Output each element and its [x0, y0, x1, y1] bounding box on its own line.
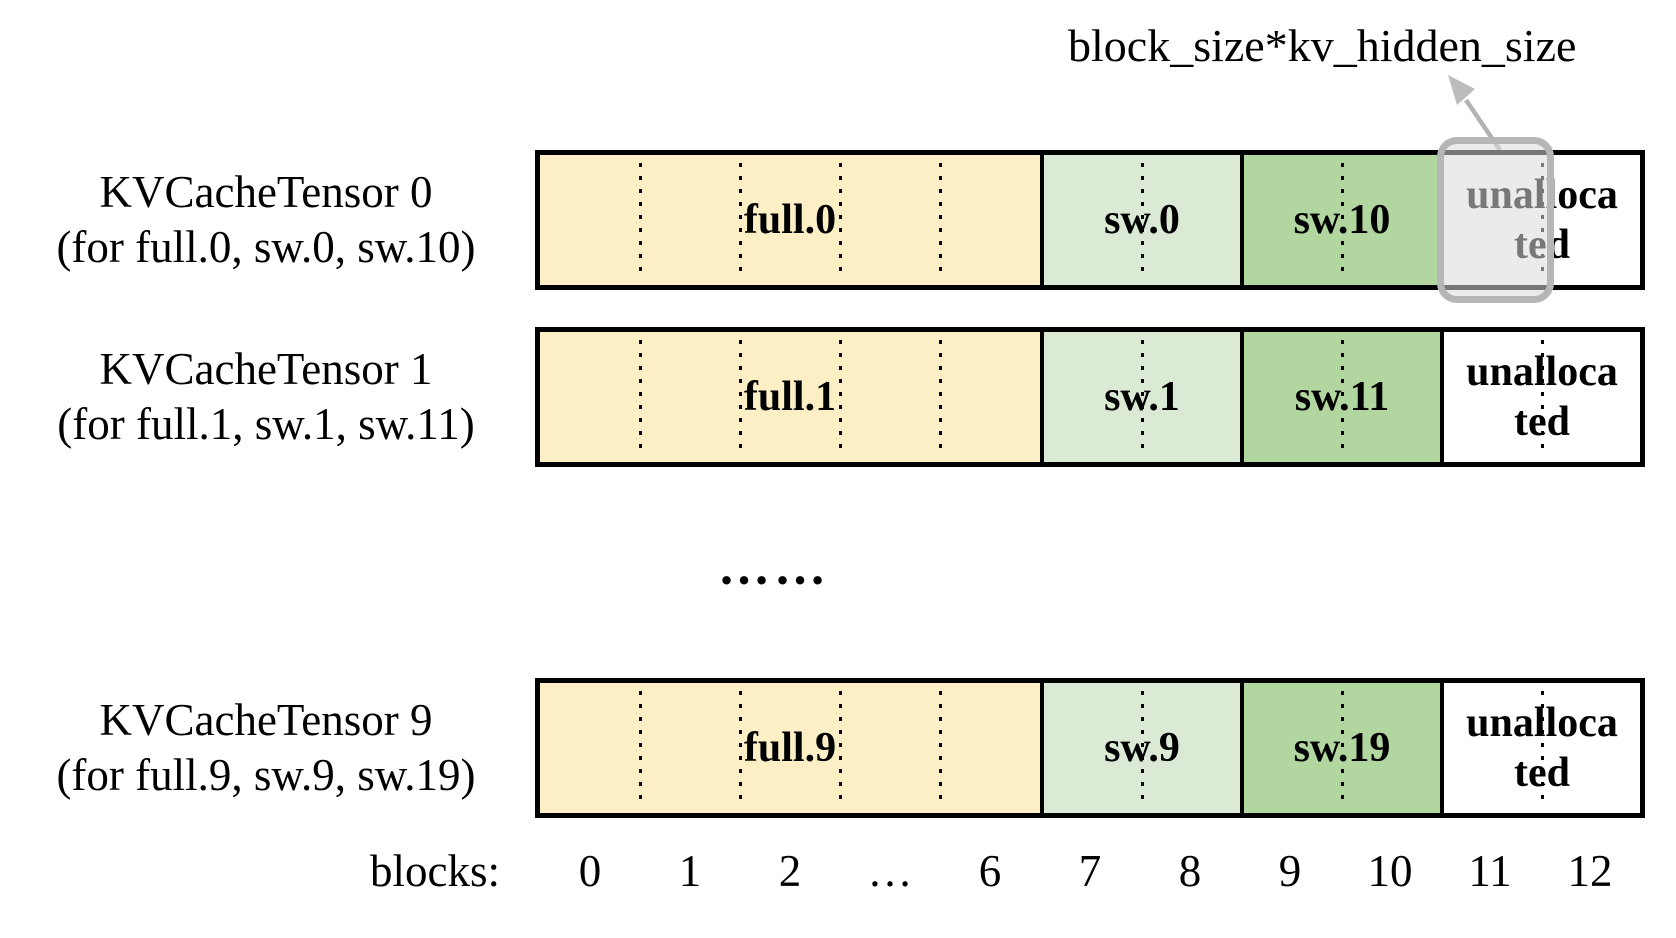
segment-label: sw.1 [1104, 374, 1180, 420]
block-divider [638, 163, 642, 277]
axis-tick: 0 [578, 846, 602, 896]
block-divider [938, 340, 942, 454]
row-subtitle: (for full.0, sw.0, sw.10) [56, 222, 476, 272]
block-size-annotation: block_size*kv_hidden_size [1068, 20, 1577, 71]
block-divider [838, 340, 842, 454]
segment-full: full.1 [540, 332, 1040, 462]
axis-tick: 7 [1078, 846, 1102, 896]
block-divider [638, 340, 642, 454]
axis-tick: 2 [778, 846, 802, 896]
segment-unallocated: unalloca ted [1440, 332, 1640, 462]
segment-label: sw.11 [1294, 374, 1390, 420]
axis-tick: 6 [978, 846, 1002, 896]
kvcache-tensor-bar: full.1 sw.1 sw.11 unalloca ted [535, 327, 1645, 467]
blocks-axis-label: blocks: [370, 846, 500, 896]
segment-label: unalloca ted [1466, 349, 1618, 445]
axis-tick: 10 [1367, 846, 1413, 896]
block-divider [738, 691, 742, 805]
segment-sw: sw.1 [1040, 332, 1240, 462]
axis-tick: 8 [1178, 846, 1202, 896]
segment-label: sw.19 [1293, 725, 1391, 771]
block-divider [938, 163, 942, 277]
segment-label: sw.9 [1104, 725, 1180, 771]
rows-ellipsis: …… [718, 539, 830, 596]
row-label: KVCacheTensor 0 (for full.0, sw.0, sw.10… [10, 150, 522, 290]
segment-sw: sw.0 [1040, 155, 1240, 285]
row-subtitle: (for full.1, sw.1, sw.11) [57, 399, 475, 449]
block-divider [938, 691, 942, 805]
segment-unallocated: unalloca ted [1440, 683, 1640, 813]
segment-sw: sw.9 [1040, 683, 1240, 813]
block-divider [1140, 163, 1144, 277]
block-divider [1340, 163, 1344, 277]
kvcache-row-0: KVCacheTensor 0 (for full.0, sw.0, sw.10… [0, 150, 1676, 290]
block-divider [1140, 340, 1144, 454]
block-divider [1540, 340, 1544, 454]
block-divider [1140, 691, 1144, 805]
segment-label: unalloca ted [1466, 700, 1618, 796]
segment-label: full.1 [743, 374, 837, 420]
axis-tick: 1 [678, 846, 702, 896]
segment-sw-high: sw.11 [1240, 332, 1440, 462]
block-divider [1340, 691, 1344, 805]
segment-label: sw.10 [1293, 197, 1391, 243]
axis-tick: 9 [1278, 846, 1302, 896]
block-divider [1340, 340, 1344, 454]
row-subtitle: (for full.9, sw.9, sw.19) [56, 750, 476, 800]
segment-full: full.9 [540, 683, 1040, 813]
segment-label: full.9 [743, 725, 837, 771]
block-11-highlight [1437, 137, 1554, 303]
row-label: KVCacheTensor 9 (for full.9, sw.9, sw.19… [10, 678, 522, 818]
axis-tick: 12 [1567, 846, 1613, 896]
axis-tick: 11 [1468, 846, 1512, 896]
segment-label: full.0 [743, 197, 837, 243]
block-divider [1540, 691, 1544, 805]
block-divider [738, 163, 742, 277]
block-divider [838, 163, 842, 277]
block-divider [638, 691, 642, 805]
segment-full: full.0 [540, 155, 1040, 285]
blocks-axis-ticks: 0 1 2 … 6 7 8 9 10 11 12 [540, 845, 1640, 897]
kvcache-row-1: KVCacheTensor 1 (for full.1, sw.1, sw.11… [0, 327, 1676, 467]
axis-tick: … [867, 846, 913, 896]
row-title: KVCacheTensor 0 [99, 167, 433, 217]
row-label: KVCacheTensor 1 (for full.1, sw.1, sw.11… [10, 327, 522, 467]
kvcache-row-9: KVCacheTensor 9 (for full.9, sw.9, sw.19… [0, 678, 1676, 818]
block-divider [738, 340, 742, 454]
segment-sw-high: sw.19 [1240, 683, 1440, 813]
row-title: KVCacheTensor 9 [99, 695, 433, 745]
segment-label: sw.0 [1104, 197, 1180, 243]
segment-sw-high: sw.10 [1240, 155, 1440, 285]
kvcache-tensor-bar: full.9 sw.9 sw.19 unalloca ted [535, 678, 1645, 818]
block-divider [838, 691, 842, 805]
row-title: KVCacheTensor 1 [99, 344, 433, 394]
